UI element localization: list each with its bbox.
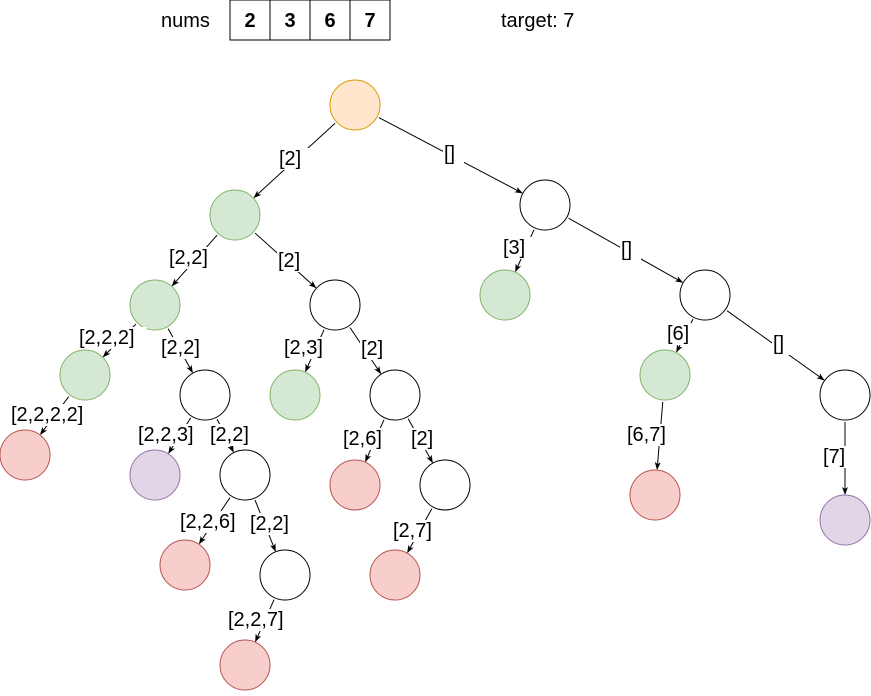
edge-label-bg	[227, 609, 296, 631]
node-n2222	[0, 429, 51, 481]
nums-cell-0	[229, 0, 271, 41]
edge-label-bg	[410, 428, 441, 450]
edge-label: [2,2,2]	[79, 327, 135, 349]
edge-label: [2]	[361, 338, 383, 360]
node-n22c	[219, 449, 271, 501]
edge-label-bg	[360, 338, 391, 360]
edge-label-bg	[626, 424, 676, 446]
node-n2b	[309, 279, 361, 331]
edge-label-bg	[620, 239, 641, 261]
edge-label-bg	[160, 337, 210, 359]
edge-label-bg	[168, 247, 218, 269]
node-n226	[159, 539, 211, 591]
edge-label: [2,7]	[393, 520, 432, 542]
edge-label: []	[444, 143, 455, 165]
nums-value-1: 3	[284, 10, 295, 32]
nums-value-3: 7	[364, 10, 375, 32]
node-n227	[219, 639, 271, 691]
edge-label-bg	[78, 327, 147, 349]
edge-label: [2,2,7]	[228, 609, 284, 631]
edge-label-bg	[283, 337, 333, 359]
node-ee	[679, 269, 731, 321]
node-n26	[329, 459, 381, 511]
nums-label: nums	[161, 10, 210, 32]
edge-label: [6]	[667, 323, 689, 345]
node-n223	[129, 449, 181, 501]
edge-label: [6,7]	[627, 424, 666, 446]
edge-label-bg	[666, 323, 697, 345]
node-n22b	[179, 369, 231, 421]
edge-label-bg	[209, 424, 259, 446]
nums-cell-2	[309, 0, 351, 41]
node-n2	[209, 189, 261, 241]
node-n22	[129, 279, 181, 331]
node-n6	[639, 349, 691, 401]
edge-label: [3]	[503, 237, 525, 259]
edge-label-bg	[342, 428, 392, 450]
edge-label-bg	[443, 143, 464, 165]
edge-label: [7]	[823, 446, 845, 468]
edge-label: [2,3]	[284, 337, 323, 359]
edge-label-bg	[137, 424, 206, 446]
edge-label: [2]	[279, 148, 301, 170]
nums-array: 2 3 6 7	[229, 0, 391, 41]
edge-label: [2,2]	[161, 337, 200, 359]
edge-label: [2]	[278, 250, 300, 272]
edge-label-bg	[278, 148, 309, 170]
edge-label-bg	[502, 237, 533, 259]
nums-cell-1	[269, 0, 311, 41]
edge-label: [2,2]	[250, 513, 289, 535]
node-root	[329, 79, 381, 131]
edge-label-bg	[179, 511, 248, 533]
node-eee	[819, 369, 871, 421]
node-n3	[479, 269, 531, 321]
nodes	[0, 79, 871, 691]
edge-labels: [2] [] [2,2] [2] [3] [] [2,2,2] [2,2] [2,3] [2] [6…	[10, 143, 853, 631]
node-e	[519, 179, 571, 231]
nums-value-2: 6	[324, 10, 335, 32]
nums-value-0: 2	[244, 10, 255, 32]
edge-label-bg	[10, 404, 98, 426]
edge-label: []	[621, 239, 632, 261]
edge-label: [2,2,3]	[138, 424, 194, 446]
node-n23	[269, 369, 321, 421]
edge-label-bg	[392, 520, 442, 542]
edge-label: [2]	[411, 428, 433, 450]
edge-label: [2,2,2,2]	[11, 404, 83, 426]
target-label: target: 7	[501, 10, 574, 32]
edge-label-bg	[822, 446, 853, 468]
node-n27	[369, 549, 421, 601]
edge-label: [2,6]	[343, 428, 382, 450]
edge-label: [2,2]	[210, 424, 249, 446]
edge-label-bg	[277, 250, 308, 272]
nums-cell-3	[349, 0, 391, 41]
edge-label-bg	[772, 333, 793, 355]
node-n222	[59, 349, 111, 401]
node-n67	[629, 469, 681, 521]
node-n7	[819, 494, 871, 546]
edge-label-bg	[249, 513, 299, 535]
edge-label: [2,2,6]	[180, 511, 236, 533]
node-n2d	[419, 459, 471, 511]
edge-label: []	[773, 333, 784, 355]
node-n22d	[259, 549, 311, 601]
edge-label: [2,2]	[169, 247, 208, 269]
node-n2c	[369, 369, 421, 421]
